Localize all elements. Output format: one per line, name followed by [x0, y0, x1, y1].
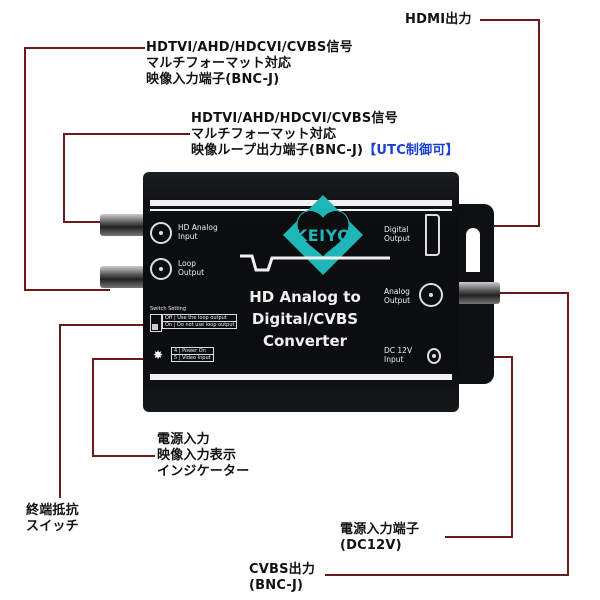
callout-hd-input: HDTVI/AHD/HDCVI/CVBS信号 マルチフォーマット対応 映像入力端… — [146, 40, 353, 87]
panel-stripe-top — [150, 200, 452, 206]
led-indicator-icon: ✸ — [153, 348, 164, 362]
bracket-slot — [466, 228, 480, 272]
panel-stripe-top-thin — [150, 209, 452, 211]
bnc-port-hd-input[interactable] — [150, 222, 172, 244]
bnc-connector-hd-input — [100, 214, 146, 236]
callout-termination-switch: 終端抵抗 スイッチ — [26, 503, 79, 534]
bnc-port-analog-output[interactable] — [419, 283, 443, 307]
leader-line-switch — [59, 324, 152, 498]
switch-setting-title: Switch Setting — [150, 306, 187, 312]
led-legend-table: 4 | Power On 5 | Video Input — [171, 347, 214, 362]
product-title: HD Analog to Digital/CVBS Converter — [249, 288, 361, 350]
converter-device — [143, 172, 459, 412]
callout-loop-output: HDTVI/AHD/HDCVI/CVBS信号 マルチフォーマット対応 映像ループ… — [191, 111, 459, 158]
waveform-icon — [240, 254, 390, 272]
utc-control-badge: 【UTC制御可】 — [363, 143, 459, 158]
panel-stripe-bottom — [150, 374, 452, 380]
bnc-connector-loop-output — [100, 266, 146, 288]
callout-hdmi-output: HDMI出力 — [405, 12, 472, 27]
callout-cvbs-output: CVBS出力 (BNC-J) — [249, 562, 316, 593]
leader-line-hd-input — [24, 47, 145, 291]
dc-power-jack[interactable] — [427, 348, 441, 364]
callout-indicator: 電源入力 映像入力表示 インジケーター — [157, 432, 250, 479]
callout-power-input: 電源入力端子 (DC12V) — [340, 522, 420, 553]
bnc-port-loop-output[interactable] — [150, 258, 172, 280]
switch-setting-table: Off | Use the loop output On | Do not us… — [162, 314, 238, 329]
brand-label: KEIYO — [294, 226, 352, 245]
hdmi-port[interactable] — [425, 214, 440, 256]
termination-switch[interactable] — [150, 314, 162, 332]
bnc-connector-analog-output — [456, 282, 500, 304]
